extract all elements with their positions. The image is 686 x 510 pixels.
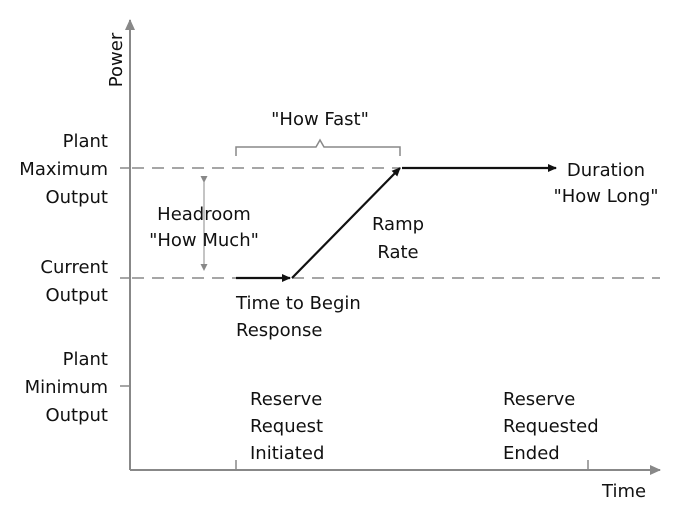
request-ended-label-3: Ended (503, 443, 560, 464)
request-initiated-label-3: Initiated (250, 443, 324, 464)
max-output-label-1: Plant (63, 131, 108, 152)
current-output-label-1: Current (40, 257, 108, 278)
request-ended-label-1: Reserve (503, 389, 575, 410)
duration-label-2: "How Long" (553, 186, 658, 207)
time-to-begin-label-1: Time to Begin (235, 293, 361, 314)
request-initiated-label-1: Reserve (250, 389, 322, 410)
ramp-segment (291, 167, 401, 279)
time-to-begin-label-2: Response (236, 320, 322, 341)
ramp-rate-label-2: Rate (377, 242, 418, 263)
max-output-label-2: Maximum (19, 159, 108, 180)
request-ended-label-2: Requested (503, 416, 599, 437)
headroom-label-1: Headroom (157, 204, 251, 225)
min-output-label-2: Minimum (25, 377, 108, 398)
how-fast-label: "How Fast" (271, 109, 369, 130)
current-output-label-2: Output (45, 285, 108, 306)
max-output-label-3: Output (45, 187, 108, 208)
min-output-label-1: Plant (63, 349, 108, 370)
headroom-label-2: "How Much" (149, 230, 259, 251)
request-initiated-label-2: Request (250, 416, 323, 437)
min-output-label-3: Output (45, 405, 108, 426)
duration-label-1: Duration (567, 160, 645, 181)
how-fast-brace (235, 138, 401, 156)
ramp-rate-label-1: Ramp (372, 214, 424, 235)
y-axis-label: Power (106, 32, 127, 87)
x-axis-label: Time (601, 481, 646, 502)
